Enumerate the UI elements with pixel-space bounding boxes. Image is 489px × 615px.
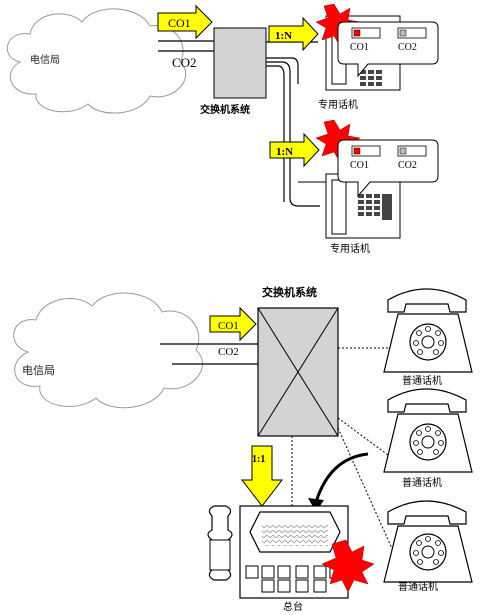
- ordinary-phone-3: 普通话机: [383, 500, 473, 593]
- ratio-arrow-down: [240, 445, 284, 507]
- led-co2-phone2: [397, 145, 427, 157]
- switch-box-top: [213, 27, 267, 99]
- phone1-label: 专用话机: [318, 98, 358, 111]
- bottom-section: 交换机系统 电信局 CO1 CO2 1:1: [13, 285, 473, 613]
- top-section: 电信局 CO1 CO2 交换机系统 1:N: [6, 3, 439, 255]
- ext-line-3: [337, 427, 399, 563]
- ratio-arrow-down-label: 1:1: [252, 454, 265, 465]
- led-co2-phone1: [397, 27, 427, 39]
- co1-arrow-top: [157, 4, 213, 40]
- alert-burst-console: [321, 539, 375, 593]
- phone2-key-co2: CO2: [398, 160, 417, 171]
- operator-console: [207, 505, 349, 599]
- line-switch-phone1-lower: [266, 57, 299, 84]
- co1-arrow-bottom: [209, 306, 257, 342]
- phone1-key-co1: CO1: [350, 42, 369, 53]
- telecom-label-bottom: 电信局: [22, 364, 55, 377]
- line-switch-phone2-b: [266, 65, 285, 202]
- ordinary-phone-2-label: 普通话机: [402, 476, 442, 489]
- phone1-key-co2: CO2: [398, 42, 417, 53]
- ordinary-phone-1: 普通话机: [383, 288, 473, 387]
- ratio-arrow-1-label: 1:N: [275, 30, 292, 42]
- co2-label-bottom: CO2: [218, 346, 239, 358]
- telecom-cloud-top: [6, 8, 187, 114]
- switch-x-line-2: [257, 307, 339, 437]
- proprietary-phone-2: [325, 173, 401, 239]
- phone2-label: 专用话机: [330, 242, 370, 255]
- switch-label-top: 交换机系统: [200, 103, 250, 116]
- curved-arrow: [314, 452, 369, 503]
- ordinary-phone-1-label: 普通话机: [402, 374, 442, 387]
- phone2-key-co1: CO1: [350, 160, 369, 171]
- line-switch-phone2: [266, 61, 320, 207]
- co1-arrow-label-bottom: CO1: [218, 320, 239, 332]
- ratio-arrow-2-label: 1:N: [276, 146, 293, 158]
- led-co2-phone1-light: [399, 29, 407, 37]
- ratio-arrow-2: [269, 132, 320, 168]
- led-co1-phone2: [351, 145, 381, 157]
- co1-arrow-label-top: CO1: [168, 16, 191, 30]
- led-co2-phone2-light: [399, 147, 407, 155]
- co2-label-top: CO2: [172, 55, 197, 70]
- led-co1-phone2-light: [353, 147, 361, 155]
- console-label: 总台: [283, 600, 303, 613]
- ordinary-phone-2: 普通话机: [383, 388, 473, 489]
- ratio-arrow-1: [268, 16, 319, 52]
- ordinary-phone-3-label: 普通话机: [398, 580, 438, 593]
- led-co1-phone1: [351, 27, 381, 39]
- curved-arrow-head: [308, 498, 324, 512]
- switch-label-bottom: 交换机系统: [262, 285, 317, 299]
- ext-line-2: [337, 417, 393, 459]
- led-co1-phone1-light: [353, 29, 361, 37]
- telecom-label-top: 电信局: [30, 53, 60, 66]
- telecom-cloud-bottom: [13, 292, 203, 409]
